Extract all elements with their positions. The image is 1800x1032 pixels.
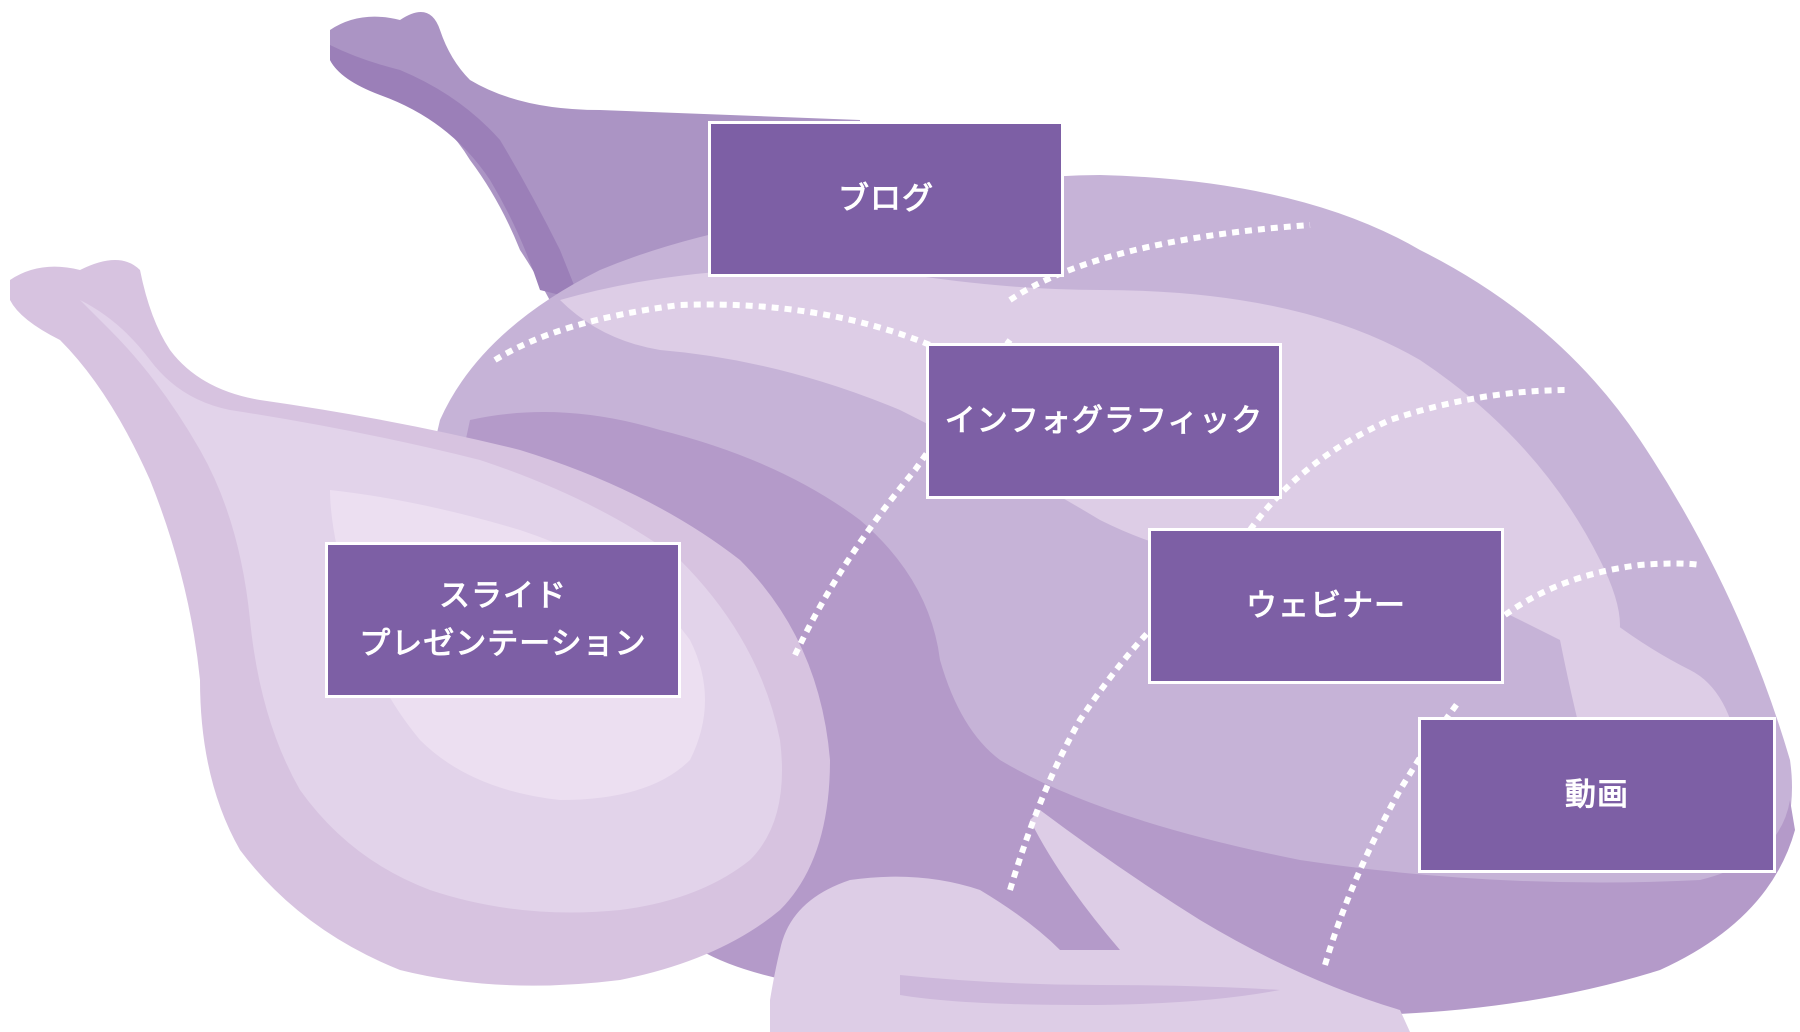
cut-line-webinar-top [1247,387,1571,532]
label-blog-text: ブログ [838,181,934,217]
label-slide-presentation: スライド プレゼンテーション [325,542,681,698]
cut-line-video-top [1503,560,1701,618]
label-infographic: インフォグラフィック [926,343,1282,499]
label-infographic-text: インフォグラフィック [944,403,1264,439]
label-video: 動画 [1418,717,1776,873]
label-webinar-text: ウェビナー [1246,588,1406,624]
label-video-text: 動画 [1565,777,1629,813]
label-slide-line1: スライド [438,578,567,614]
label-blog: ブログ [708,121,1064,277]
label-slide-line2: プレゼンテーション [359,626,647,662]
back-drumstick-shadow [330,45,580,300]
dashed-cut-lines [493,222,1701,966]
bottom-wing [770,810,1410,1032]
cut-line-webinar-left [1007,617,1163,891]
label-webinar: ウェビナー [1148,528,1504,684]
bottom-wing-shadow [900,975,1280,1005]
cut-line-upper [493,301,932,363]
cut-line-blog-right [1008,222,1311,303]
